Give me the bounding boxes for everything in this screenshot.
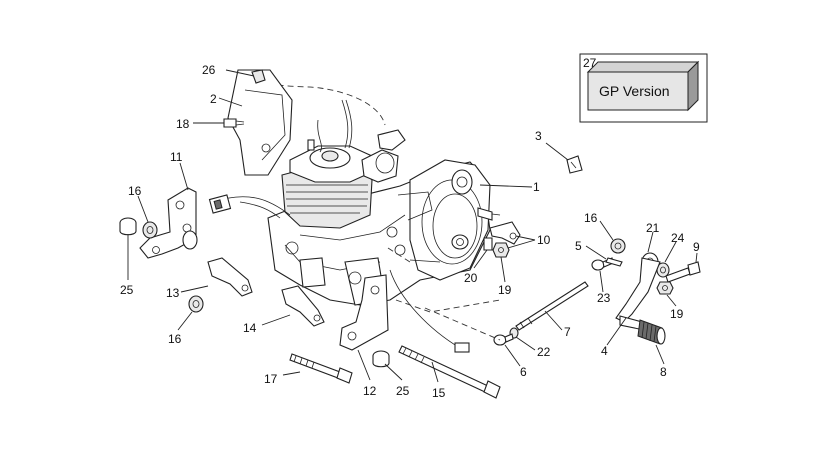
gear-lever-4	[615, 257, 661, 331]
callout-15: 15	[432, 386, 446, 400]
bushing-25-left	[119, 217, 137, 236]
dashed-guide-right	[395, 299, 501, 313]
link-plate-13	[207, 257, 253, 297]
shift-rod-7	[515, 281, 589, 331]
callout-5: 5	[575, 239, 582, 253]
callout-3: 3	[535, 129, 542, 143]
callout-25-left: 25	[120, 283, 134, 297]
bolt-20	[483, 237, 493, 251]
callout-23: 23	[597, 291, 611, 305]
gp-version-inset: 27 GP Version	[579, 53, 708, 123]
callout-9: 9	[693, 240, 700, 254]
callout-20: 20	[464, 271, 478, 285]
leader-lines	[127, 69, 698, 383]
callout-22: 22	[537, 345, 551, 359]
callout-14: 14	[243, 321, 257, 335]
callout-21: 21	[646, 221, 660, 235]
callout-4: 4	[601, 344, 608, 358]
callout-16-right: 16	[584, 211, 598, 225]
callout-12: 12	[363, 384, 377, 398]
rubber-mount-16-bottom	[188, 295, 204, 313]
callout-1: 1	[533, 180, 540, 194]
long-bolt-15	[398, 345, 501, 399]
ball-joint-6	[493, 333, 514, 346]
heat-shield-cover	[227, 69, 293, 176]
bolt-18	[223, 118, 245, 128]
footpeg-8	[637, 319, 666, 345]
bolt-5	[605, 257, 623, 267]
selector-arm-10	[477, 207, 521, 245]
nut-19-right	[656, 281, 674, 295]
bushing-16-right	[610, 238, 626, 254]
callout-6: 6	[520, 365, 527, 379]
dashed-guide-rod	[424, 307, 501, 341]
callout-16-left: 16	[128, 184, 142, 198]
callout-16-bottom: 16	[168, 332, 182, 346]
callout-26: 26	[202, 63, 216, 77]
callout-8: 8	[660, 365, 667, 379]
callout-18: 18	[176, 117, 190, 131]
callout-17: 17	[264, 372, 278, 386]
nut-26	[251, 69, 266, 84]
connector	[208, 194, 232, 214]
callout-25-bottom: 25	[396, 384, 410, 398]
bolt-17	[289, 353, 353, 384]
bolt-9	[665, 261, 701, 283]
inset-label: GP Version	[599, 83, 670, 99]
callout-11: 11	[170, 150, 183, 164]
routing-dashed-line	[239, 71, 386, 126]
callout-numbers: 26 2 18 11 16 25 13 16 14 17 12 25 15 1 …	[120, 63, 700, 400]
clip-3	[566, 155, 583, 174]
bracket-12	[339, 274, 389, 351]
callout-24: 24	[671, 231, 685, 245]
bracket-left-11	[139, 187, 198, 259]
callout-13: 13	[166, 286, 180, 300]
callout-19-right: 19	[670, 307, 684, 321]
callout-10: 10	[537, 233, 551, 247]
callout-2: 2	[210, 92, 217, 106]
bushing-25-bottom	[372, 350, 390, 368]
dashed-guide-mid	[387, 247, 411, 263]
nut-19-mid	[492, 242, 510, 258]
callout-19-mid: 19	[498, 283, 512, 297]
callout-7: 7	[564, 325, 571, 339]
link-plate-14	[281, 285, 325, 327]
rubber-mount-16-left	[142, 221, 158, 239]
